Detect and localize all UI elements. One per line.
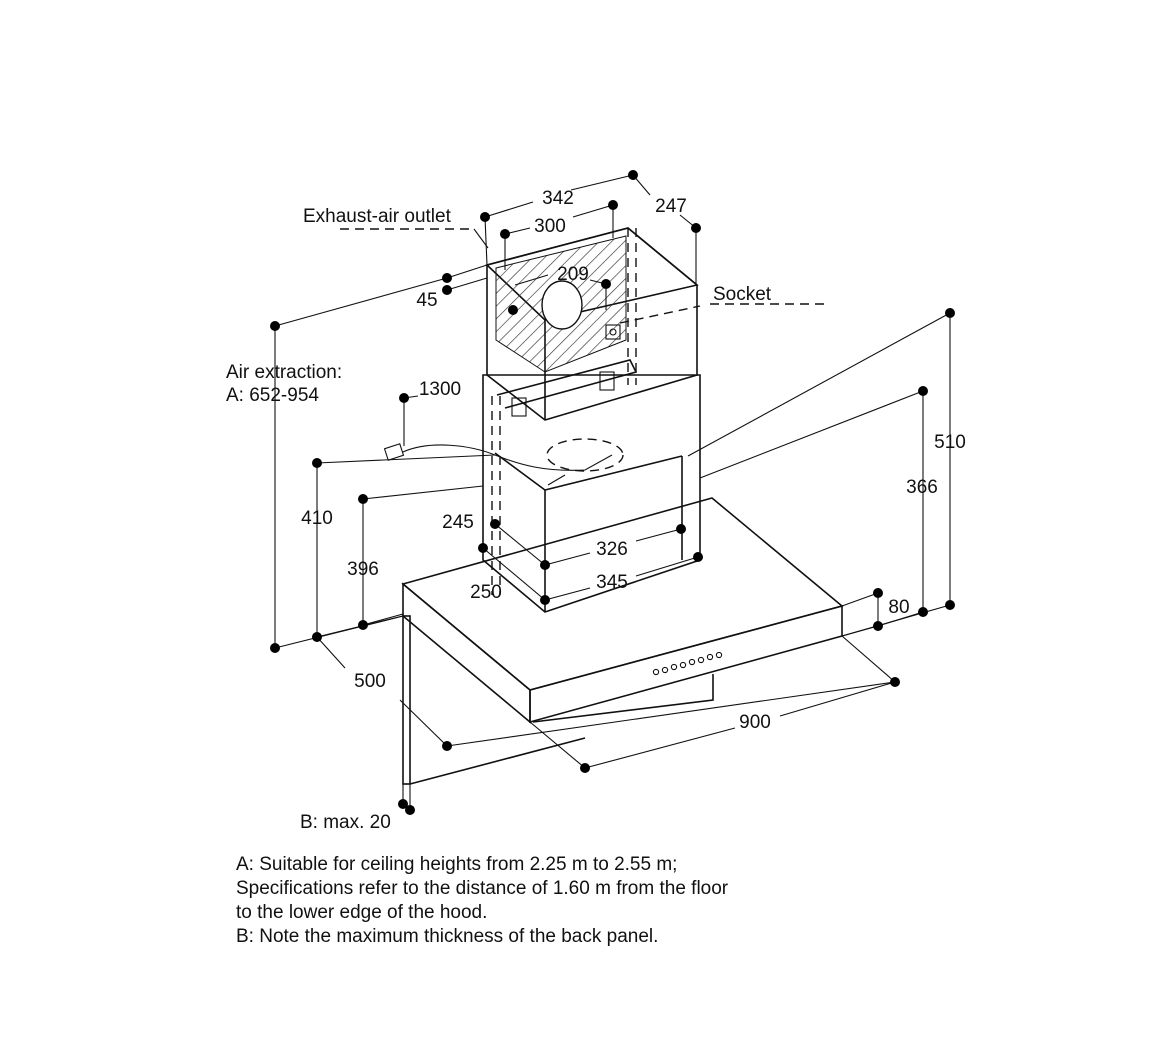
back-panel	[402, 615, 586, 785]
dim-900: 900	[739, 712, 771, 733]
dim-300: 300	[534, 216, 566, 237]
annotation-labels: Exhaust-air outlet Socket Air extraction…	[226, 206, 772, 833]
footnote-line: to the lower edge of the hood.	[236, 902, 488, 923]
socket-label: Socket	[713, 284, 772, 305]
air-extraction-range: A: 652-954	[226, 385, 319, 406]
dim-209: 209	[557, 264, 589, 285]
exhaust-air-outlet-label: Exhaust-air outlet	[303, 206, 452, 227]
socket-icon	[605, 324, 621, 340]
dim-247: 247	[655, 196, 687, 217]
dim-342: 342	[542, 188, 574, 209]
dim-500: 500	[354, 671, 386, 692]
lower-chimney	[482, 374, 701, 613]
footnotes: A: Suitable for ceiling heights from 2.2…	[236, 853, 936, 949]
dim-410: 410	[301, 508, 333, 529]
power-cable	[383, 443, 613, 471]
dim-80: 80	[888, 597, 909, 618]
dim-326: 326	[596, 539, 628, 560]
back-panel-label: B: max. 20	[300, 812, 391, 833]
upper-chimney	[485, 227, 699, 421]
footnote-line: Specifications refer to the distance of …	[236, 878, 729, 899]
dim-1300: 1300	[419, 379, 461, 400]
dim-510: 510	[934, 432, 966, 453]
dim-45: 45	[416, 290, 437, 311]
plug-icon	[383, 443, 405, 461]
dim-250: 250	[470, 582, 502, 603]
dimension-endpoints	[270, 170, 955, 815]
dim-366: 366	[906, 477, 938, 498]
control-panel-buttons	[652, 651, 723, 676]
footnote-line: A: Suitable for ceiling heights from 2.2…	[236, 854, 678, 875]
footnote-line: B: Note the maximum thickness of the bac…	[236, 926, 659, 947]
dim-396: 396	[347, 559, 379, 580]
air-extraction-label: Air extraction:	[226, 362, 342, 383]
dimension-lines	[274, 174, 951, 810]
dim-345: 345	[596, 572, 628, 593]
dimension-labels: 342 300 247 209 45 1300 510 366 410 396 …	[301, 188, 966, 733]
dim-245: 245	[442, 512, 474, 533]
